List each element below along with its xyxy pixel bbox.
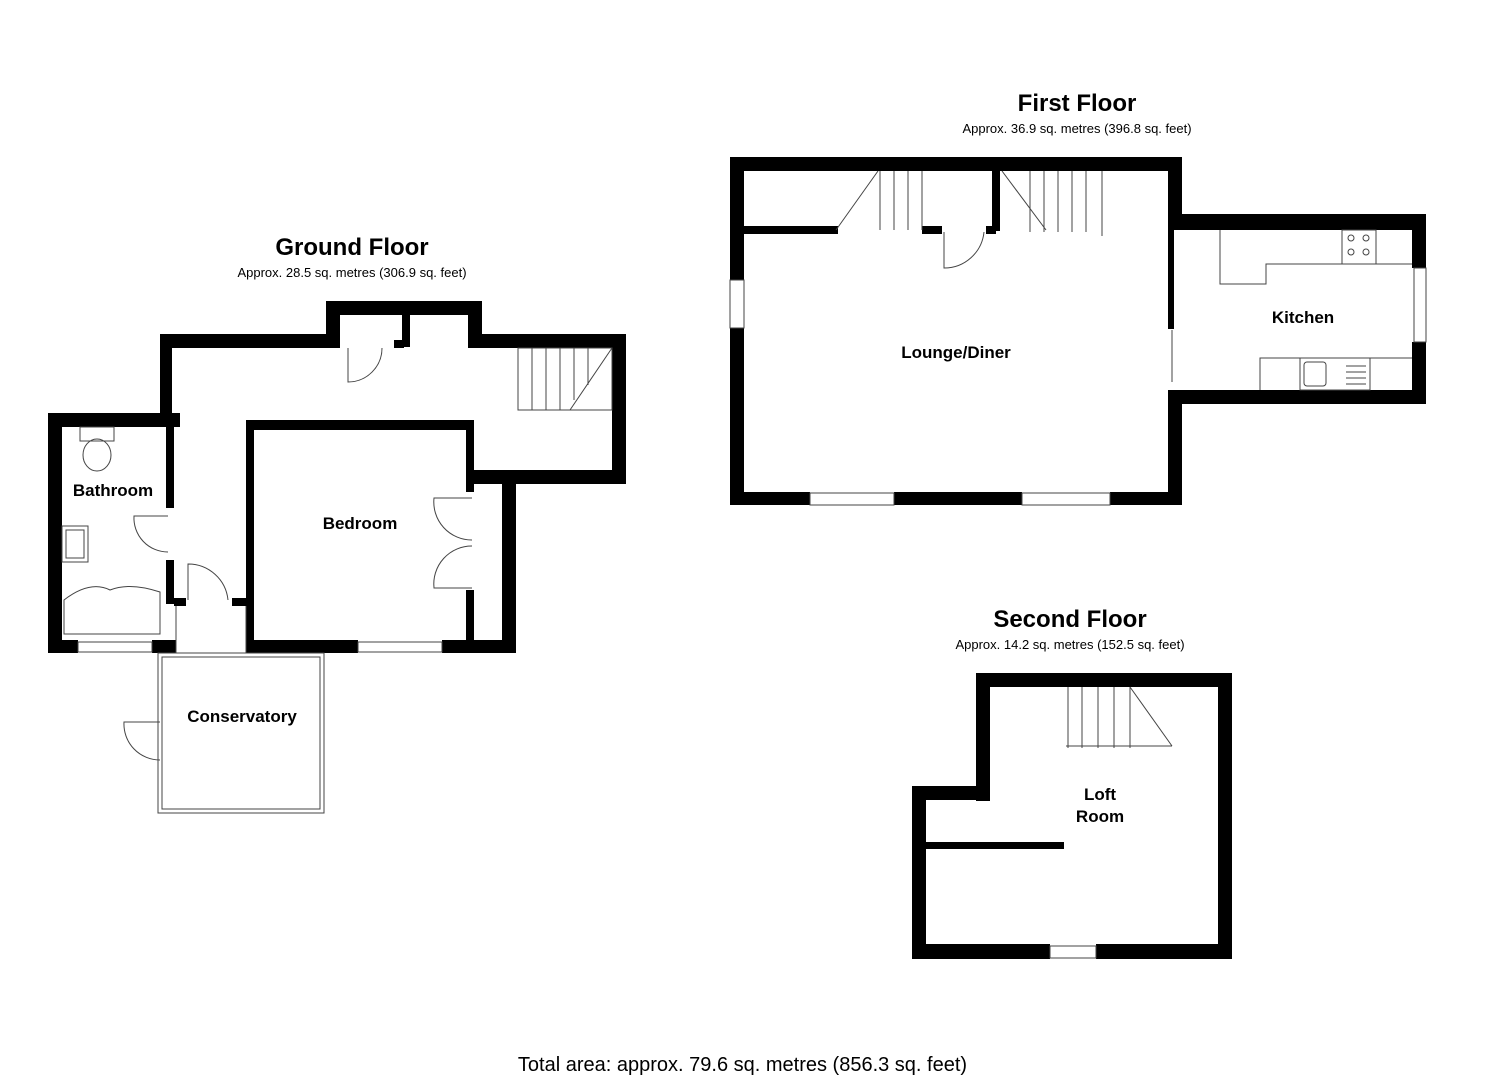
room-label-lounge-diner: Lounge/Diner	[901, 343, 1011, 362]
first-floor-area: Approx. 36.9 sq. metres (396.8 sq. feet)	[962, 121, 1192, 136]
room-label-bedroom: Bedroom	[322, 514, 398, 533]
first-floor-fixtures	[809, 170, 1412, 506]
room-label-loft: Loft	[1083, 785, 1117, 804]
first-floor-plan	[729, 157, 1427, 505]
room-label-kitchen: Kitchen	[1271, 308, 1335, 327]
room-label-room: Room	[1075, 807, 1125, 826]
ground-floor-title: Ground Floor	[275, 234, 429, 261]
first-floor-title: First Floor	[1017, 90, 1137, 117]
ground-floor-fixtures	[61, 347, 613, 814]
second-floor-plan	[912, 673, 1232, 959]
ground-floor-area: Approx. 28.5 sq. metres (306.9 sq. feet)	[237, 265, 467, 280]
total-area: Total area: approx. 79.6 sq. metres (856…	[517, 1054, 968, 1076]
second-floor-area: Approx. 14.2 sq. metres (152.5 sq. feet)	[955, 637, 1185, 652]
room-label-bathroom: Bathroom	[72, 481, 154, 500]
ground-floor-plan	[48, 301, 626, 653]
second-floor-title: Second Floor	[993, 606, 1147, 633]
room-label-conservatory: Conservatory	[187, 707, 297, 726]
second-floor-fixtures	[1049, 686, 1173, 959]
